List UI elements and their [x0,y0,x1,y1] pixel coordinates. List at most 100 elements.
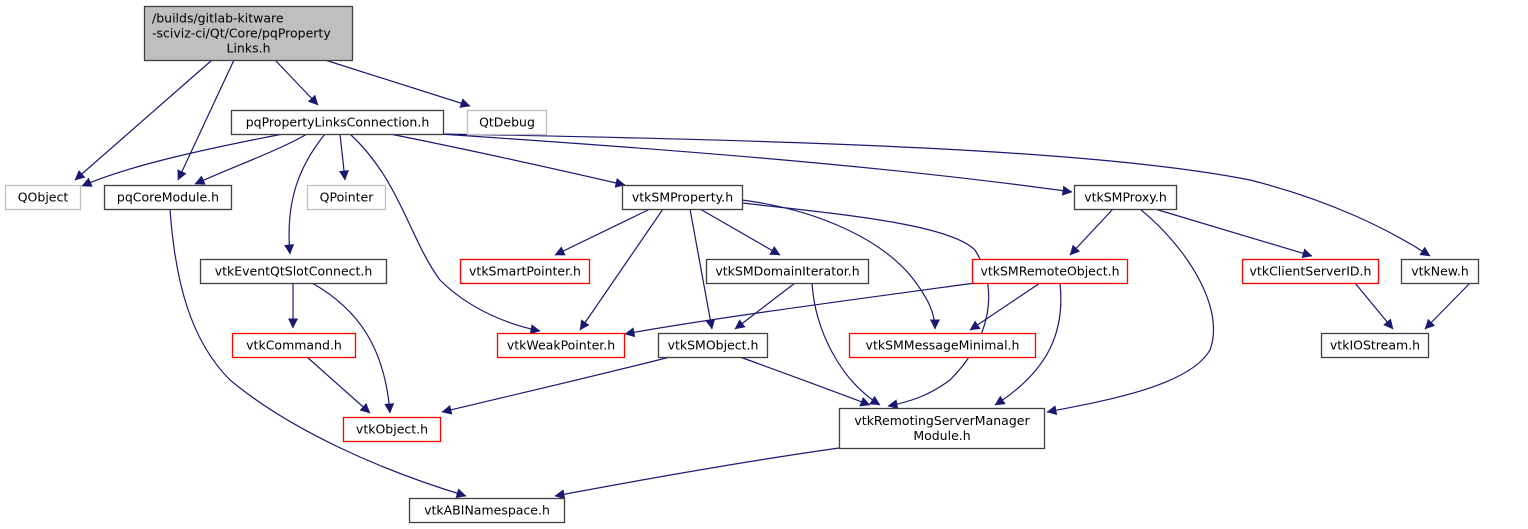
edge-vtkRemotingServerManagerModule-to-vtkABINamespace [554,447,840,500]
edge-pqPropertyLinksConnection-to-vtkSMProxy [439,133,1073,196]
node-box [1241,258,1380,285]
edge-pqPropertyLinksConnection-to-pqCoreModule [194,133,308,185]
node-vtkSMObject[interactable]: vtkSMObject.h [657,332,769,359]
edges-layer [74,59,1471,500]
node-label: Module.h [913,428,970,443]
node-box [496,332,626,359]
edge-vtkSMDomainIterator-to-vtkSMObject [734,282,796,330]
node-box [342,416,442,443]
edge-vtkSMProperty-to-vtkRemotingServerManagerModule [741,202,990,410]
edge-vtkSMProxy-to-vtkRemotingServerManagerModule [1046,208,1215,416]
node-label: vtkWeakPointer.h [507,338,615,353]
edge-vtkClientServerID-to-vtkIOStream [1354,282,1394,330]
edge-vtkSMProxy-to-vtkClientServerID [1154,208,1313,259]
node-box [4,184,82,211]
edge-vtkSMRemoteObject-to-vtkRemotingServerManagerModule [994,282,1062,406]
node-label: vtkSMRemoteObject.h [980,264,1119,279]
edge-root-to-pqPropertyLinksConnection [274,59,319,106]
nodes-layer: /builds/gitlab-kitware-sciviz-ci/Qt/Core… [4,5,1480,524]
node-vtkSMProperty[interactable]: vtkSMProperty.h [621,184,744,211]
node-vtkObject[interactable]: vtkObject.h [342,416,442,443]
node-box [143,5,354,62]
edge-vtkSMProxy-to-vtkSMRemoteObject [1069,208,1114,256]
node-box [705,258,870,285]
node-label: vtkSMMessageMinimal.h [866,338,1020,353]
edge-vtkSMProperty-to-vtkSmartPointer [554,208,651,256]
edge-pqPropertyLinksConnection-to-QObject [81,133,284,187]
node-vtkSMMessageMinimal[interactable]: vtkSMMessageMinimal.h [848,332,1037,359]
node-box [306,184,387,211]
node-box [466,109,548,136]
node-box [971,258,1129,285]
node-label: pqPropertyLinksConnection.h [246,115,430,130]
node-vtkABINamespace[interactable]: vtkABINamespace.h [408,497,566,524]
node-vtkSMDomainIterator[interactable]: vtkSMDomainIterator.h [705,258,870,285]
edge-pqCoreModule-to-vtkABINamespace [169,208,467,499]
node-label: vtkCommand.h [246,338,342,353]
edge-pqPropertyLinksConnection-to-QPointer [339,133,349,181]
node-label: -sciviz-ci/Qt/Core/pqProperty [152,26,331,41]
edge-vtkSMProperty-to-vtkWeakPointer [579,208,664,331]
edge-vtkSMRemoteObject-to-vtkSMMessageMinimal [969,282,1041,331]
edge-root-to-QtDebug [324,59,471,108]
node-vtkEventQtSlotConnect[interactable]: vtkEventQtSlotConnect.h [199,258,388,285]
edge-root-to-pqCoreModule [177,59,235,181]
edge-pqPropertyLinksConnection-to-vtkNew [439,133,1431,257]
node-box [231,332,357,359]
node-label: vtkObject.h [356,422,428,437]
node-label: Links.h [226,41,270,56]
edge-vtkSMProperty-to-vtkSMDomainIterator [699,208,781,256]
edge-vtkSMRemoteObject-to-vtkWeakPointer [624,282,976,338]
node-box [199,258,388,285]
node-vtkCommand[interactable]: vtkCommand.h [231,332,357,359]
node-vtkSmartPointer[interactable]: vtkSmartPointer.h [459,258,591,285]
node-vtkSMProxy[interactable]: vtkSMProxy.h [1073,184,1178,211]
node-label: vtkIOStream.h [1330,338,1420,353]
edge-vtkSMDomainIterator-to-vtkRemotingServerManagerModule [811,282,881,406]
node-box [838,407,1046,450]
edge-vtkSMProperty-to-vtkSMObject [689,208,716,330]
node-pqCoreModule[interactable]: pqCoreModule.h [103,184,233,211]
node-box [657,332,769,359]
edge-pqPropertyLinksConnection-to-vtkSMProperty [389,133,626,188]
edge-vtkNew-to-vtkIOStream [1424,282,1471,330]
node-vtkSMRemoteObject[interactable]: vtkSMRemoteObject.h [971,258,1129,285]
node-QPointer: QPointer [306,184,387,211]
edge-vtkSMObject-to-vtkRemotingServerManagerModule [739,356,871,407]
node-label: vtkSmartPointer.h [469,264,581,279]
node-label: QObject [18,190,69,205]
node-pqPropertyLinksConnection[interactable]: pqPropertyLinksConnection.h [230,109,445,136]
node-box [459,258,591,285]
node-box [1073,184,1178,211]
node-box [408,497,566,524]
edge-pqPropertyLinksConnection-to-vtkEventQtSlotConnect [284,133,326,255]
node-label: vtkSMDomainIterator.h [715,264,859,279]
node-box [230,109,445,136]
node-label: vtkABINamespace.h [424,503,550,518]
node-vtkIOStream[interactable]: vtkIOStream.h [1320,332,1430,359]
node-box [621,184,744,211]
node-vtkNew[interactable]: vtkNew.h [1400,258,1480,285]
edge-pqPropertyLinksConnection-to-vtkWeakPointer [349,133,541,335]
edge-vtkSMObject-to-vtkObject [441,356,671,415]
node-root[interactable]: /builds/gitlab-kitware-sciviz-ci/Qt/Core… [143,5,354,62]
node-label: vtkRemotingServerManager [854,413,1030,428]
edge-root-to-QObject [74,59,213,181]
node-label: /builds/gitlab-kitware [152,11,284,26]
node-QObject: QObject [4,184,82,211]
node-label: QtDebug [479,115,535,130]
node-QtDebug: QtDebug [466,109,548,136]
node-vtkWeakPointer[interactable]: vtkWeakPointer.h [496,332,626,359]
node-label: vtkSMObject.h [668,338,759,353]
edge-vtkCommand-to-vtkObject [306,356,371,414]
node-vtkClientServerID[interactable]: vtkClientServerID.h [1241,258,1380,285]
node-label: QPointer [320,190,375,205]
node-label: vtkNew.h [1411,264,1469,279]
node-label: vtkSMProperty.h [632,190,733,205]
node-label: vtkSMProxy.h [1084,190,1167,205]
node-label: vtkEventQtSlotConnect.h [215,264,373,279]
node-label: pqCoreModule.h [117,190,219,205]
edge-vtkSMProperty-to-vtkSMMessageMinimal [741,199,940,330]
